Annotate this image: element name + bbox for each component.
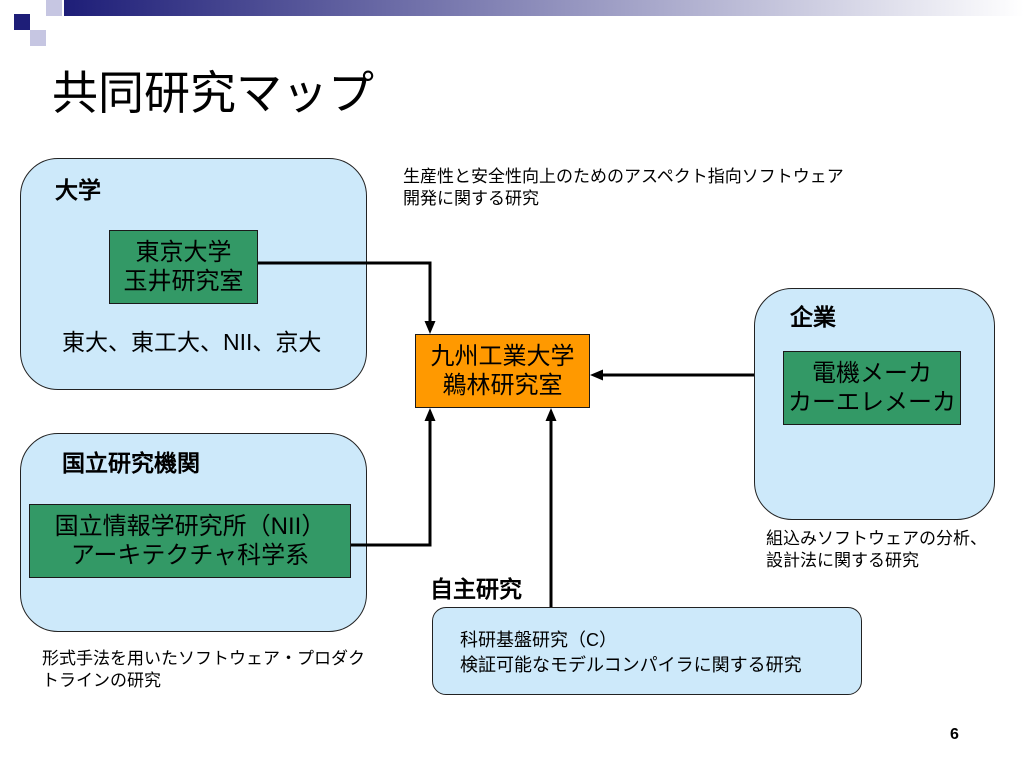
independent-research-box: 科研基盤研究（C） 検証可能なモデルコンパイラに関する研究 bbox=[432, 607, 862, 695]
topic-line: 組込みソフトウェアの分析、 bbox=[766, 529, 987, 548]
lab-name-line: 九州工業大学 bbox=[430, 343, 575, 370]
grant-text: 科研基盤研究（C） 検証可能なモデルコンパイラに関する研究 bbox=[460, 628, 802, 678]
industry-partner-box: 電機メーカ カーエレメーカ bbox=[783, 351, 961, 425]
lab-name-line: アーキテクチャ科学系 bbox=[70, 542, 310, 569]
partner-name-line: カーエレメーカ bbox=[788, 389, 956, 416]
national-institute-panel: 国立研究機関 国立情報学研究所（NII） アーキテクチャ科学系 bbox=[20, 433, 367, 632]
university-topic: 生産性と安全性向上のためのアスペクト指向ソフトウェア 開発に関する研究 bbox=[403, 166, 844, 210]
kyutech-lab-box: 九州工業大学 鵜林研究室 bbox=[415, 334, 590, 408]
partner-name-line: 電機メーカ bbox=[812, 360, 932, 387]
independent-research-heading: 自主研究 bbox=[430, 576, 522, 602]
page-number: 6 bbox=[950, 726, 959, 743]
nii-lab-box: 国立情報学研究所（NII） アーキテクチャ科学系 bbox=[29, 504, 351, 578]
lab-name-line: 鵜林研究室 bbox=[442, 372, 563, 399]
industry-panel: 企業 電機メーカ カーエレメーカ bbox=[754, 288, 995, 520]
corner-square-light bbox=[30, 30, 46, 46]
slide-title: 共同研究マップ bbox=[52, 66, 374, 120]
lab-name-line: 東京大学 bbox=[135, 239, 232, 266]
topic-line: 形式手法を用いたソフトウェア・プロダク bbox=[42, 649, 365, 668]
university-members: 東大、東工大、NII、京大 bbox=[62, 329, 322, 355]
industry-topic: 組込みソフトウェアの分析、 設計法に関する研究 bbox=[766, 528, 987, 572]
grant-line: 検証可能なモデルコンパイラに関する研究 bbox=[460, 655, 802, 675]
tokyo-lab-box: 東京大学 玉井研究室 bbox=[109, 230, 258, 304]
corner-square-navy bbox=[14, 14, 30, 30]
grant-line: 科研基盤研究（C） bbox=[460, 630, 617, 650]
header-gradient-bar bbox=[64, 0, 1024, 16]
university-panel: 大学 東京大学 玉井研究室 東大、東工大、NII、京大 bbox=[20, 158, 367, 390]
topic-line: トラインの研究 bbox=[42, 671, 161, 690]
university-heading: 大学 bbox=[55, 177, 101, 203]
national-institute-topic: 形式手法を用いたソフトウェア・プロダク トラインの研究 bbox=[42, 648, 365, 692]
industry-heading: 企業 bbox=[790, 304, 836, 330]
corner-square-light bbox=[46, 0, 62, 16]
national-institute-heading: 国立研究機関 bbox=[62, 450, 200, 476]
lab-name-line: 玉井研究室 bbox=[123, 268, 244, 295]
topic-line: 開発に関する研究 bbox=[403, 189, 539, 208]
lab-name-line: 国立情報学研究所（NII） bbox=[54, 513, 326, 540]
topic-line: 生産性と安全性向上のためのアスペクト指向ソフトウェア bbox=[403, 167, 844, 186]
topic-line: 設計法に関する研究 bbox=[766, 551, 919, 570]
